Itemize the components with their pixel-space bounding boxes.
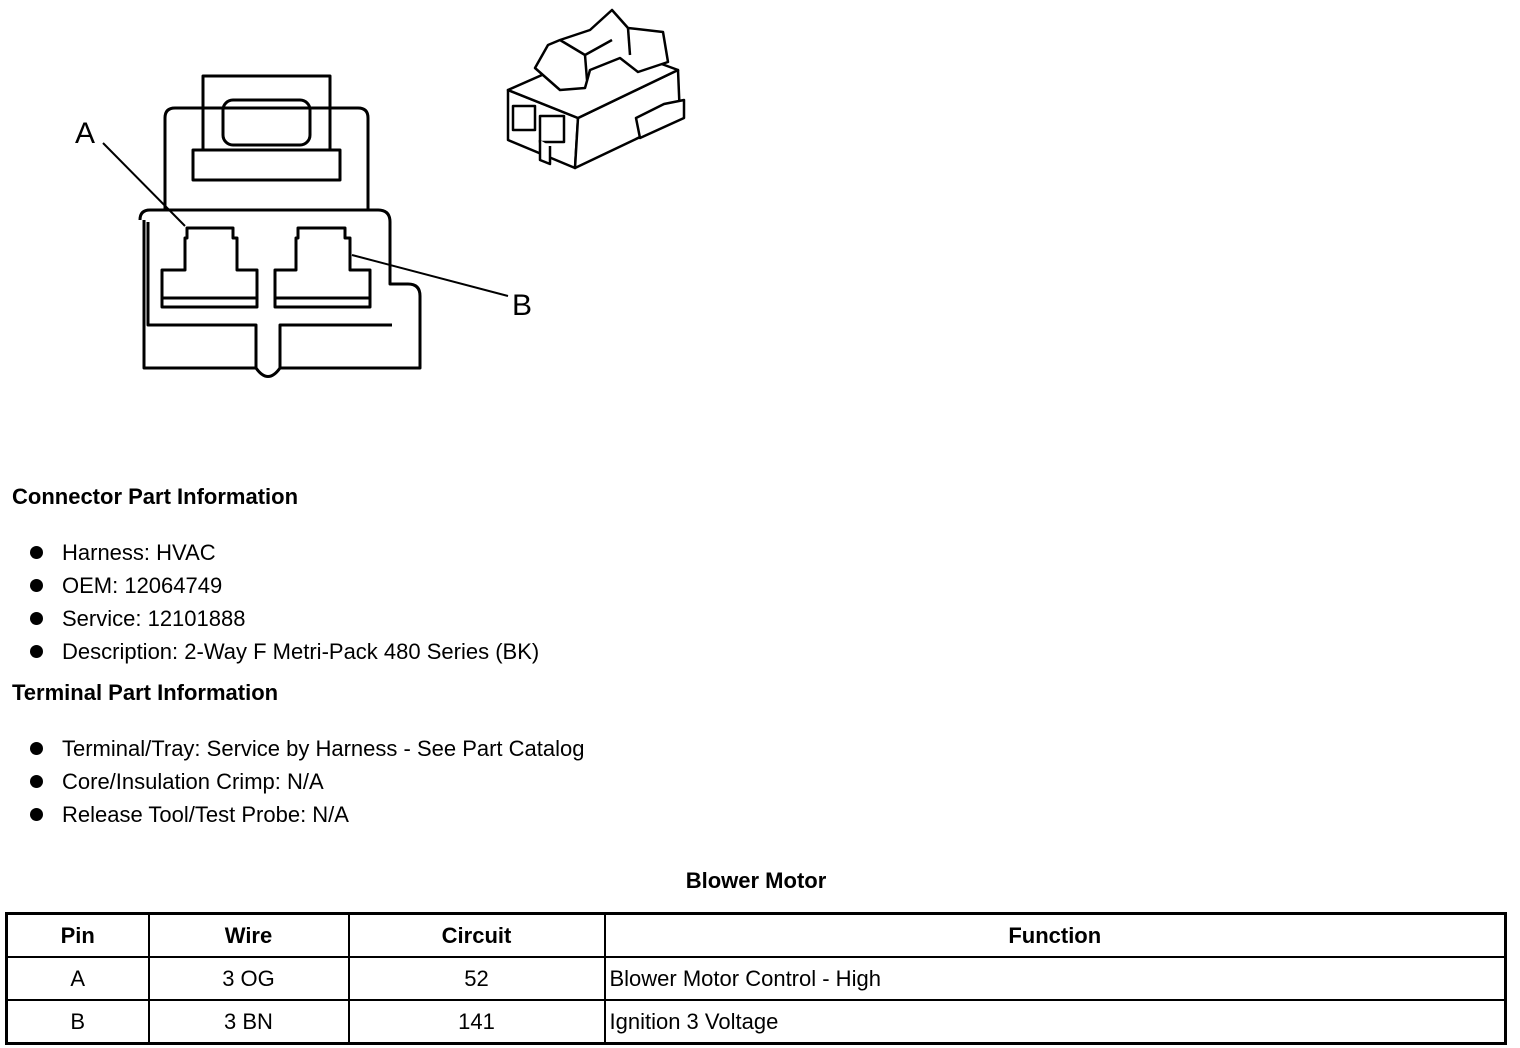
- latch-window: [221, 98, 312, 147]
- table-row: B 3 BN 141 Ignition 3 Voltage: [5, 999, 1507, 1045]
- cell-function: Blower Motor Control - High: [603, 956, 1507, 1001]
- column-header-pin: Pin: [5, 912, 150, 958]
- column-header-function: Function: [603, 912, 1507, 958]
- list-item: Core/Insulation Crimp: N/A: [30, 765, 585, 798]
- connector-upper-body: [163, 106, 370, 210]
- list-item: Harness: HVAC: [30, 536, 539, 569]
- bullet-icon: [30, 612, 43, 625]
- column-header-circuit: Circuit: [347, 912, 606, 958]
- terminal-info-list: Terminal/Tray: Service by Harness - See …: [30, 732, 585, 831]
- cell-circuit: 52: [347, 956, 606, 1001]
- cell-wire: 3 OG: [147, 956, 350, 1001]
- cell-pin: A: [5, 956, 150, 1001]
- pin-table: Pin Wire Circuit Function A 3 OG 52 Blow…: [5, 912, 1507, 1045]
- leader-line-a: [102, 142, 186, 227]
- leader-line-b: [351, 254, 509, 297]
- list-item: OEM: 12064749: [30, 569, 539, 602]
- bullet-icon: [30, 775, 43, 788]
- list-item: Service: 12101888: [30, 602, 539, 635]
- column-header-wire: Wire: [147, 912, 350, 958]
- terminal-info-title: Terminal Part Information: [12, 680, 279, 705]
- connector-diagram: A B: [75, 8, 686, 378]
- connector-info-title: Connector Part Information: [12, 484, 299, 509]
- connector-inner-outline: [146, 222, 392, 368]
- latch-bar: [191, 148, 342, 182]
- connector-latch: [201, 74, 332, 150]
- table-row: A 3 OG 52 Blower Motor Control - High: [5, 956, 1507, 1001]
- connector-isometric-illustration: [506, 8, 686, 170]
- list-item: Description: 2-Way F Metri-Pack 480 Seri…: [30, 635, 539, 668]
- bullet-icon: [30, 742, 43, 755]
- bullet-icon: [30, 579, 43, 592]
- cell-pin: B: [5, 999, 150, 1045]
- list-item: Release Tool/Test Probe: N/A: [30, 798, 585, 831]
- cell-wire: 3 BN: [147, 999, 350, 1045]
- cell-function: Ignition 3 Voltage: [603, 999, 1507, 1045]
- cell-circuit: 141: [347, 999, 606, 1045]
- list-item: Terminal/Tray: Service by Harness - See …: [30, 732, 585, 765]
- connector-lower-body: [138, 208, 422, 378]
- bullet-icon: [30, 645, 43, 658]
- pin-label-b: B: [512, 289, 532, 322]
- pin-table-title: Blower Motor: [685, 868, 827, 893]
- connector-info-list: Harness: HVAC OEM: 12064749 Service: 121…: [30, 536, 539, 668]
- pin-label-a: A: [75, 117, 95, 150]
- bullet-icon: [30, 546, 43, 559]
- table-header-row: Pin Wire Circuit Function: [5, 912, 1507, 958]
- cavity-a: [160, 226, 259, 309]
- cavity-b: [273, 226, 372, 309]
- bullet-icon: [30, 808, 43, 821]
